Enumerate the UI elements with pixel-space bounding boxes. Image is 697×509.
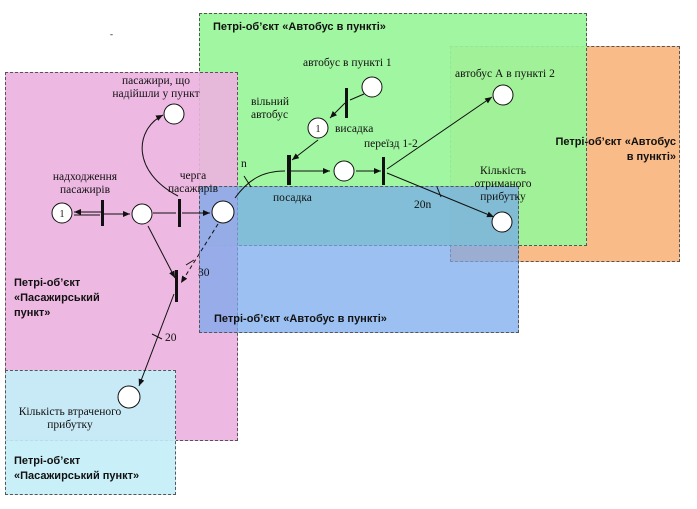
label-bus-a-at-2: автобус А в пункті 2 [455,68,555,80]
place-bus-at-1 [361,76,383,98]
place-free-bus [307,117,329,139]
label-boarding: посадка [273,192,312,204]
place-arrived [163,103,185,125]
transition-loss [175,270,178,302]
place-bus-a-at-2 [492,84,514,106]
region-bus-green-title: Петрі-об’єкт «Автобус в пункті» [213,21,386,33]
weight-20: 20 [165,332,177,344]
place-profit [491,211,513,233]
arc-free-to-boarding [291,139,319,161]
transition-boarding [287,155,291,185]
arc-queue-to-loss [180,223,219,284]
token-arrival: 1 [60,209,65,220]
transition-unloading [345,88,348,118]
label-unloading: висадка [335,123,374,135]
region-station-cyan [5,370,176,495]
arc-loss-to-lost [138,293,175,387]
label-passenger-arrival: надходження пасажирів [52,171,118,196]
arc-t1-to-arrived [141,114,179,197]
label-passengers-arrived: пасажири, що надійшли у пункт [112,75,200,100]
place-bus-moving [333,160,355,182]
place-arrival [51,202,73,224]
transition-queue-entry [178,199,181,227]
label-profit-lost: Кількість втраченого прибутку [18,406,122,431]
arc-waiting-to-loss [147,225,176,279]
arc-bus1-to-unload [349,93,365,101]
region-station-cyan-title: Петрі-об’єкт «Пасажирський пункт» [14,455,140,482]
label-transfer: переїзд 1-2 [364,138,418,150]
arc-transfer-to-busA [386,96,493,170]
weight-30: 30 [198,267,210,279]
arc-unload-to-free [329,102,346,119]
place-queue [211,200,235,224]
weight-20n: 20n [414,199,432,211]
place-waiting [131,203,153,225]
weight-n: n [241,158,247,170]
region-station-pink-title: Петрі-об’єкт «Пасажирський пункт» [14,277,100,319]
transition-passenger-arrival [101,200,104,226]
arc-queue-to-boarding [234,170,286,199]
region-bus-blue-title: Петрі-об’єкт «Автобус в пункті» [214,313,387,325]
label-free-bus: вільний автобус [251,96,290,121]
label-profit-received: Кількість отриманого прибутку [474,165,532,203]
transition-transfer [382,157,385,185]
region-bus-blue [199,186,519,333]
label-passenger-queue: черга пасажирів [167,170,219,195]
label-bus-at-1: автобус в пункті 1 [303,57,392,69]
region-bus-orange-title: Петрі-об’єкт «Автобус в пункті» [555,136,676,163]
stray-mark: - [110,29,113,39]
token-free-bus: 1 [316,124,321,135]
place-lost-profit [117,385,141,409]
